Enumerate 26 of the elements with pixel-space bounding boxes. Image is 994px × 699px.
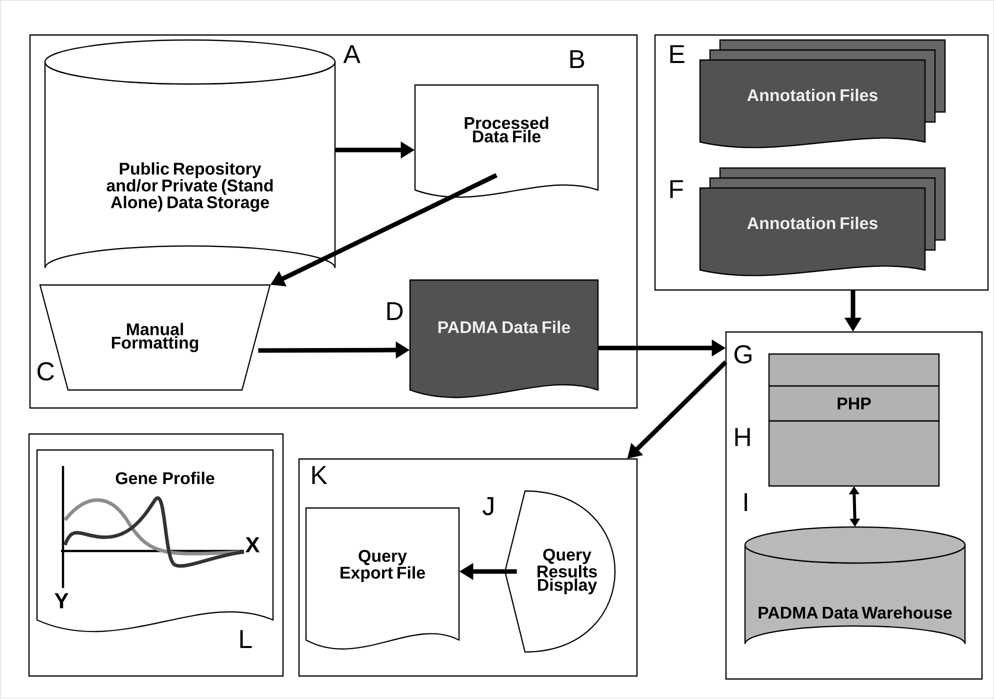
panel-letter: L [240, 630, 252, 648]
panel-frame [654, 34, 989, 291]
panel-frame [28, 433, 284, 677]
panel-letter: I [744, 493, 748, 512]
layer-box: PHP [768, 385, 940, 422]
panel-letter: F [670, 180, 683, 198]
panel-frame [298, 458, 638, 677]
panel-letter: D [387, 302, 403, 320]
panel-frame [29, 34, 638, 409]
panel-letter: C [38, 362, 54, 381]
panel-letter: G [734, 345, 752, 364]
axis-label: X [245, 537, 260, 552]
panel-letter: H [735, 428, 750, 446]
stacked-documents: Annotation Files [699, 39, 946, 148]
panel-frame [725, 331, 983, 680]
database-cylinder: PADMA Data Warehouse [744, 526, 966, 645]
panel-letter: B [570, 50, 584, 68]
stacked-documents: Annotation Files [699, 167, 946, 276]
storage-cylinder: Public Repository and/or Private (Stand Alone) Data Storage [44, 39, 336, 269]
layer-box [768, 353, 940, 387]
layer-box [768, 420, 940, 487]
panel-letter: E [670, 45, 684, 64]
panel-letter: A [343, 45, 360, 64]
axis-label: Y [54, 593, 68, 608]
panel-letter: K [312, 466, 328, 484]
panel-letter: J [482, 497, 494, 516]
